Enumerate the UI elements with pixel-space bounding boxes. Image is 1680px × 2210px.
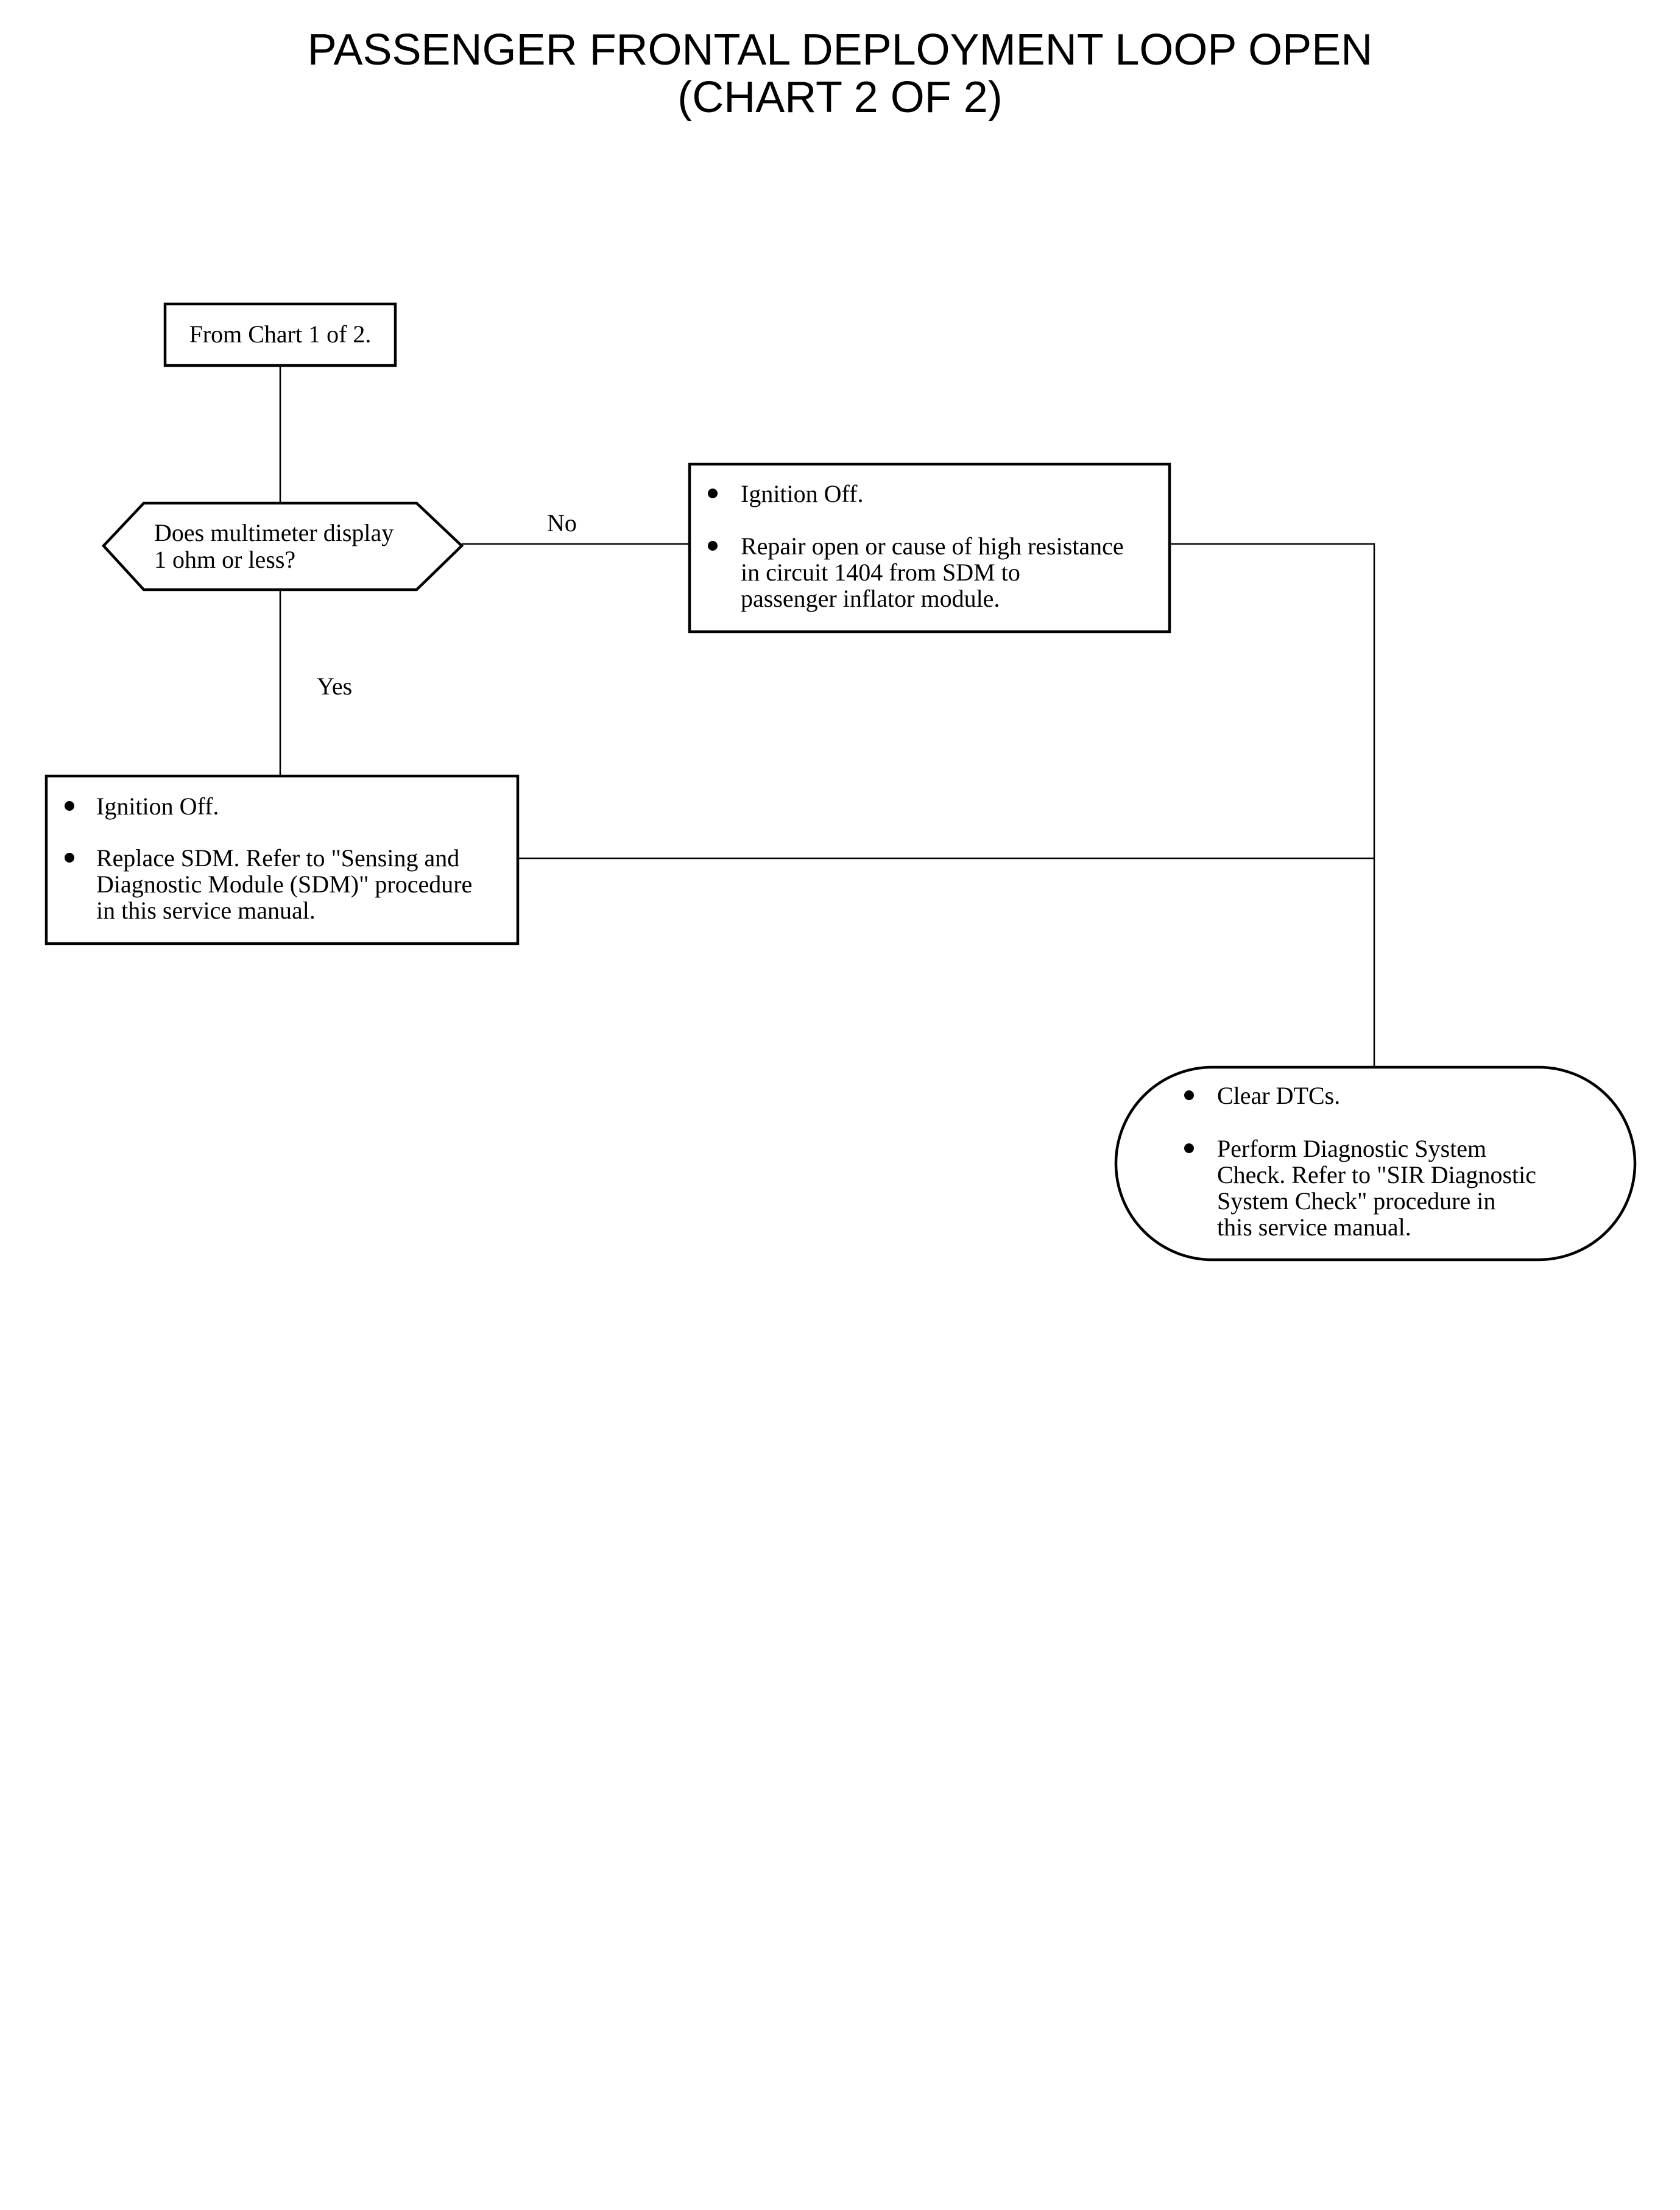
decision-text-line-2: 1 ohm or less? xyxy=(154,546,295,573)
chart-subtitle: (CHART 2 OF 2) xyxy=(677,73,1003,122)
bullet-icon xyxy=(65,801,74,811)
replace-sdm-box: Ignition Off. Replace SDM. Refer to "Sen… xyxy=(44,774,520,945)
bullet-icon xyxy=(1184,1090,1194,1100)
end-step-2-line-4: this service manual. xyxy=(1217,1213,1411,1241)
end-step-2-line-2: Check. Refer to "SIR Diagnostic xyxy=(1217,1161,1536,1188)
decision-hexagon: Does multimeter display 1 ohm or less? xyxy=(101,501,464,591)
start-box: From Chart 1 of 2. xyxy=(163,302,397,367)
replace-step-2-line-2: Diagnostic Module (SDM)" procedure xyxy=(96,870,472,898)
end-step-2-line-1: Perform Diagnostic System xyxy=(1217,1135,1486,1162)
start-box-text: From Chart 1 of 2. xyxy=(189,320,372,348)
repair-step-2-line-2: in circuit 1404 from SDM to xyxy=(741,559,1020,586)
repair-step-2-line-1: Repair open or cause of high resistance xyxy=(741,532,1124,560)
bullet-icon xyxy=(708,541,718,551)
connector-repair-to-end xyxy=(1170,543,1375,1067)
repair-step-1: Ignition Off. xyxy=(741,480,863,507)
repair-open-box: Ignition Off. Repair open or cause of hi… xyxy=(688,462,1171,634)
no-branch-label: No xyxy=(547,509,577,537)
end-step-1: Clear DTCs. xyxy=(1217,1082,1340,1109)
bullet-icon xyxy=(65,853,74,863)
bullet-icon xyxy=(1184,1143,1194,1153)
replace-step-2-line-3: in this service manual. xyxy=(96,897,316,924)
end-step-2-line-3: System Check" procedure in xyxy=(1217,1187,1495,1215)
chart-title: PASSENGER FRONTAL DEPLOYMENT LOOP OPEN xyxy=(307,26,1373,74)
replace-step-2-line-1: Replace SDM. Refer to "Sensing and xyxy=(96,844,459,872)
decision-text-line-1: Does multimeter display xyxy=(154,519,394,546)
replace-step-1: Ignition Off. xyxy=(96,793,219,820)
bullet-icon xyxy=(708,489,718,498)
repair-step-2-line-3: passenger inflator module. xyxy=(741,585,1000,612)
yes-branch-label: Yes xyxy=(317,673,352,700)
end-terminator: Clear DTCs. Perform Diagnostic System Ch… xyxy=(1114,1065,1637,1262)
